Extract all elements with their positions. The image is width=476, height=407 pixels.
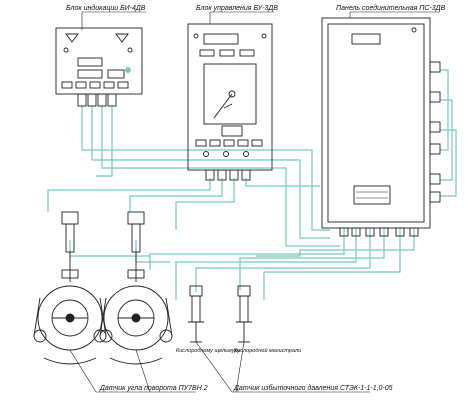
pressure-sensor-left (188, 285, 204, 343)
rotation-sensor-left (33, 211, 107, 365)
indication-block (55, 27, 143, 107)
leader-lines (69, 11, 440, 393)
rotation-sensors-label: Датчик угла поворота ПУ7ВН.2 (99, 385, 208, 392)
control-block-label: Блок управления БУ-3ДВ (196, 5, 278, 12)
connection-panel-label: Панель соединительная ПС-3ДВ (336, 4, 446, 12)
tap-left-label: Кислородному щельмуру (176, 348, 241, 354)
indication-block-label: Блок индикации БИ-4ДВ (66, 4, 146, 12)
cable-bundle (47, 69, 457, 300)
connection-panel (321, 17, 441, 237)
pressure-sensor-right (236, 285, 252, 343)
tap-right-label: Кислородной магистрали (234, 347, 301, 354)
pressure-sensors-label: Датчик избыточного давления СТЭК-1-1-1,0… (233, 384, 393, 392)
rotation-sensor-right (99, 211, 173, 365)
control-block (187, 23, 273, 181)
